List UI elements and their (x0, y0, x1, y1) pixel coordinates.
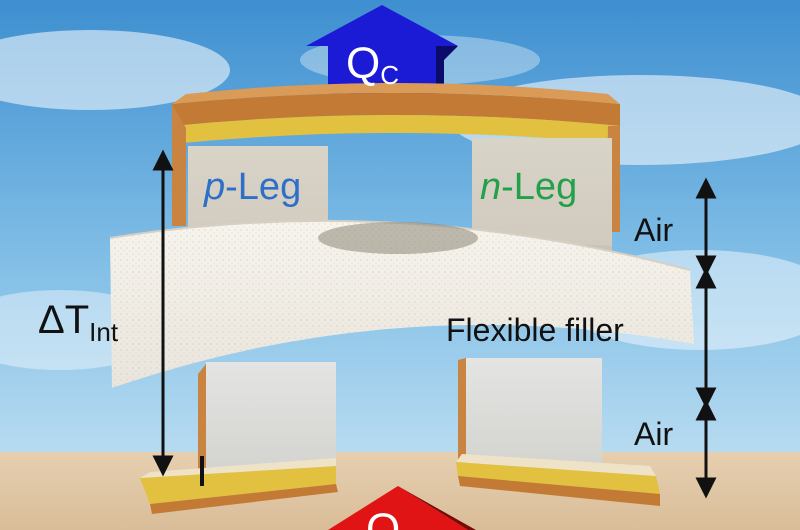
cold-heat-label: QC (346, 39, 400, 90)
bottom-electrode-left (140, 458, 338, 514)
bottom-electrode-right (456, 454, 660, 506)
top-electrode (172, 83, 620, 232)
p-leg-label: p-Leg (204, 166, 302, 208)
air-top-label: Air (634, 212, 674, 248)
cloud (0, 30, 230, 110)
flexible-filler-slab (109, 219, 694, 388)
n-leg-lower (458, 358, 602, 474)
air-bottom-label: Air (634, 416, 674, 452)
flexible-filler-label: Flexible filler (446, 312, 624, 348)
n-leg-label: n-Leg (480, 166, 578, 208)
hot-heat-arrow (328, 486, 476, 530)
delta-t-label: ΔTInt (38, 298, 119, 347)
hot-heat-label: QH (366, 505, 419, 530)
